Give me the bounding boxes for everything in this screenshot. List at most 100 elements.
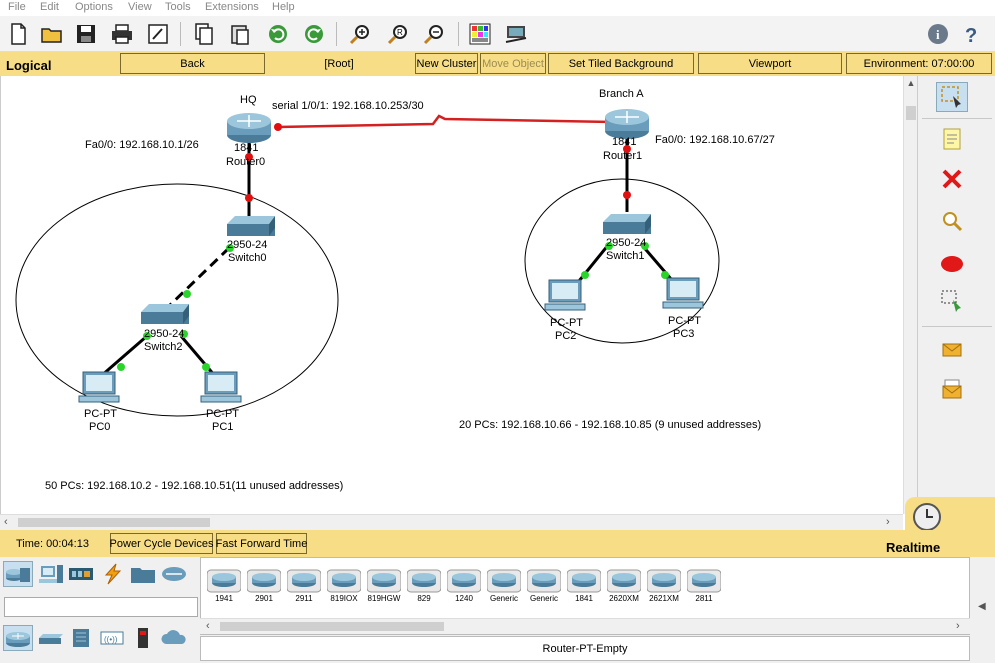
custom-device-icon[interactable] [502,20,530,48]
device-2901[interactable]: 2901 [246,568,282,604]
delete-icon[interactable] [936,164,968,194]
horizontal-scroll-thumb[interactable] [18,518,210,527]
device-generic[interactable]: Generic [486,568,522,604]
new-file-icon[interactable] [4,20,32,48]
power-cycle-devices-button[interactable]: Power Cycle Devices [110,533,213,554]
scroll-left-icon[interactable]: ‹ [206,620,210,632]
pc1-name: PC1 [212,421,233,433]
select-tool-icon[interactable] [936,82,968,112]
hubs-subcategory-icon[interactable] [66,625,96,651]
components-category-icon[interactable] [66,561,96,587]
wireless-subcategory-icon[interactable]: ((•)) [97,625,127,651]
switch1[interactable] [603,214,651,234]
menu-help[interactable]: Help [272,1,295,13]
pc3-name: PC3 [673,328,694,340]
set-tiled-background-button[interactable]: Set Tiled Background [548,53,694,74]
network-devices-category-icon[interactable] [3,561,33,587]
device-819hgw[interactable]: 819HGW [366,568,402,604]
help-icon[interactable]: ? [958,20,986,48]
device-2911[interactable]: 2911 [286,568,322,604]
menu-tools[interactable]: Tools [165,1,191,13]
switch0[interactable] [227,216,275,236]
link-switch0-switch2[interactable] [165,246,231,310]
zoom-in-icon[interactable] [346,20,374,48]
port-light [274,123,282,131]
pc1[interactable] [200,371,242,403]
info-icon[interactable]: i [924,20,952,48]
device-panel-side-scroll[interactable]: ◀ [970,557,995,663]
switches-subcategory-icon[interactable] [36,625,66,651]
device-category-search[interactable] [4,597,198,617]
device-scroll-thumb[interactable] [220,622,444,631]
device-2621xm[interactable]: 2621XM [646,568,682,604]
note-tool-icon[interactable] [936,124,968,154]
security-subcategory-icon[interactable] [128,625,158,651]
device-generic[interactable]: Generic [526,568,562,604]
redo-icon[interactable] [300,20,328,48]
menu-file[interactable]: File [8,1,26,13]
scroll-right-icon[interactable]: › [886,516,890,528]
multiuser-category-icon[interactable] [159,561,189,587]
zoom-reset-icon[interactable]: R [384,20,412,48]
new-cluster-button[interactable]: New Cluster [415,53,478,74]
device-819iox[interactable]: 819IOX [326,568,362,604]
print-icon[interactable] [108,20,136,48]
add-simple-pdu-icon[interactable] [936,334,968,364]
workspace-vertical-scrollbar[interactable]: ▲ [903,76,917,514]
environment-button[interactable]: Environment: 07:00:00 [846,53,992,74]
connections-category-icon[interactable] [97,561,127,587]
switch2[interactable] [141,304,189,324]
menu-extensions[interactable]: Extensions [205,1,259,13]
viewport-button[interactable]: Viewport [698,53,842,74]
pc0[interactable] [78,371,120,403]
add-complex-pdu-icon[interactable] [936,374,968,404]
menu-view[interactable]: View [128,1,152,13]
miscellaneous-category-icon[interactable] [128,561,158,587]
link-switch2-pc1[interactable] [179,335,217,377]
palette-icon[interactable] [466,20,494,48]
link-switch2-pc0[interactable] [100,334,148,378]
paste-icon[interactable] [226,20,254,48]
inspect-icon[interactable] [936,206,968,236]
end-devices-category-icon[interactable] [36,561,66,587]
device-1240[interactable]: 1240 [446,568,482,604]
copy-icon[interactable] [190,20,218,48]
scroll-right-icon[interactable]: › [956,620,960,632]
scroll-up-icon[interactable]: ▲ [906,78,916,88]
device-label: 1941 [215,594,233,603]
menu-edit[interactable]: Edit [40,1,59,13]
fast-forward-time-button[interactable]: Fast Forward Time [216,533,307,554]
device-label: 819IOX [330,594,358,603]
router1[interactable] [605,109,649,139]
resize-shape-icon[interactable] [936,286,968,316]
undo-icon[interactable] [264,20,292,48]
workspace-horizontal-scrollbar[interactable]: ‹ › [0,514,903,530]
open-folder-icon[interactable] [38,20,66,48]
draw-ellipse-icon[interactable] [936,248,968,278]
pc3[interactable] [662,277,704,309]
clock-icon[interactable] [912,502,942,532]
logical-workspace[interactable]: HQ Branch A serial 1/0/1: 192.168.10.253… [0,76,903,514]
pc2[interactable] [544,279,586,311]
activity-wizard-icon[interactable] [144,20,172,48]
scroll-left-icon[interactable]: ‹ [4,516,8,528]
device-list-scrollbar[interactable]: ‹ › [200,618,970,634]
save-icon[interactable] [72,20,100,48]
link-switch1-pc2[interactable] [573,243,611,287]
back-button[interactable]: Back [120,53,265,74]
wan-emulation-subcategory-icon[interactable] [159,625,189,651]
port-light [245,153,253,161]
router0[interactable] [227,113,271,143]
chevron-left-icon[interactable]: ◀ [978,601,986,612]
device-2620xm[interactable]: 2620XM [606,568,642,604]
device-1841[interactable]: 1841 [566,568,602,604]
vertical-scroll-thumb[interactable] [906,106,916,120]
device-829[interactable]: 829 [406,568,442,604]
routers-subcategory-icon[interactable] [3,625,33,651]
move-object-button[interactable]: Move Object [480,53,546,74]
menu-options[interactable]: Options [75,1,113,13]
device-1941[interactable]: 1941 [206,568,242,604]
device-2811[interactable]: 2811 [686,568,722,604]
serial-link[interactable] [277,114,614,129]
zoom-out-icon[interactable] [420,20,448,48]
